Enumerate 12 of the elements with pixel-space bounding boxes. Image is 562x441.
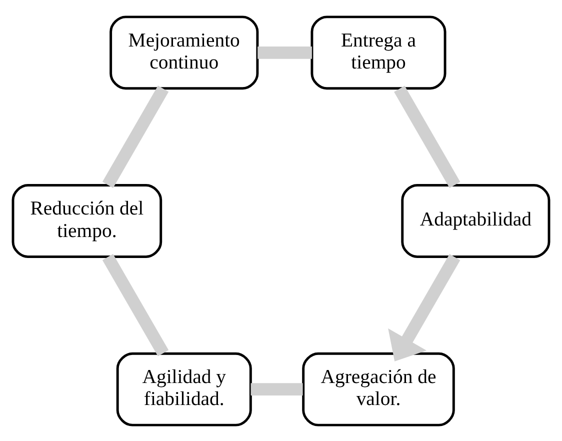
connector (102, 253, 169, 356)
node-box: Adaptabilidad (401, 184, 550, 258)
connector (394, 85, 460, 188)
connector (250, 382, 303, 395)
node-box: Agilidad y fiabilidad. (116, 352, 252, 426)
node-box: Reducción del tiempo. (12, 184, 162, 258)
node-box: Mejoramiento continuo (110, 15, 259, 90)
node-box: Entrega a tiempo (310, 15, 446, 90)
node-box: Agregación de valor. (302, 352, 455, 426)
arrow (388, 254, 460, 361)
connector (102, 85, 169, 188)
connector (258, 46, 312, 58)
